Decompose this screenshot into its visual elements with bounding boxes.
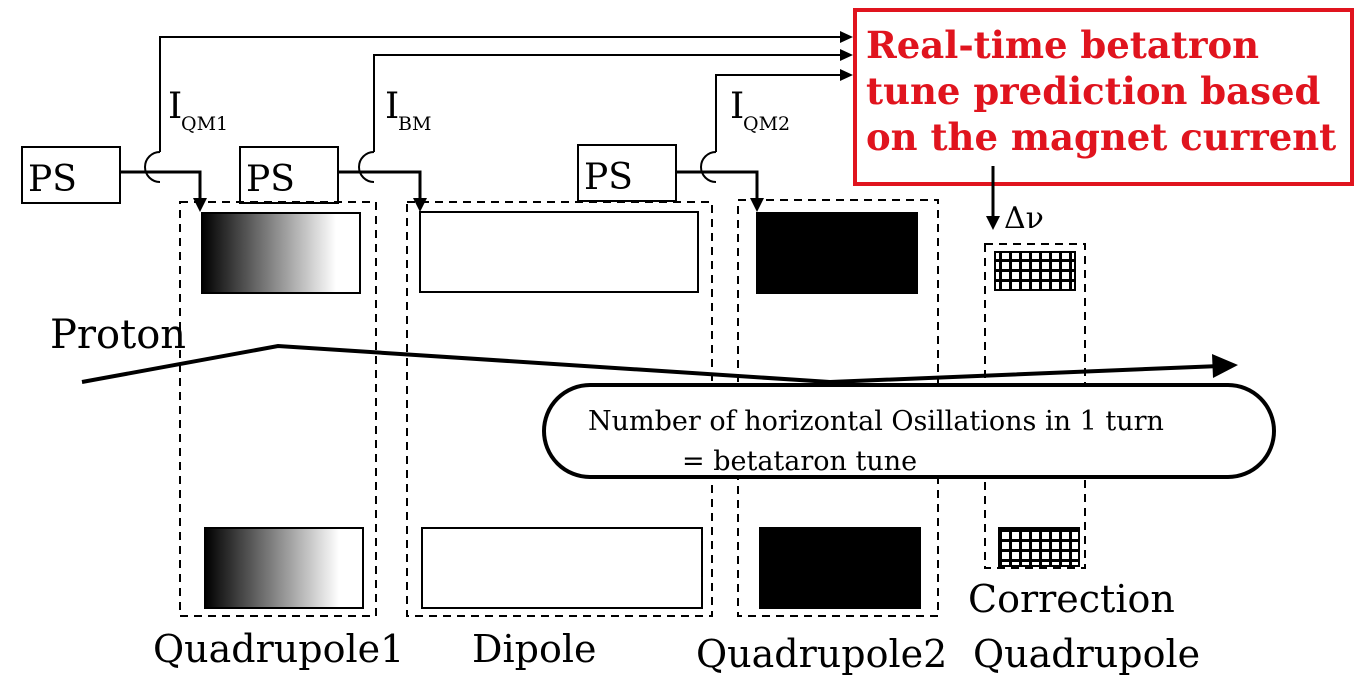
svg-text:QM1: QM1 bbox=[181, 113, 228, 135]
svg-text:I: I bbox=[168, 86, 182, 127]
svg-text:PS: PS bbox=[28, 159, 77, 200]
prediction-line-3: on the magnet current bbox=[866, 115, 1336, 159]
oscillation-note-line-1: Number of horizontal Osillations in 1 tu… bbox=[588, 406, 1164, 437]
label-quadrupole2: Quadrupole2 bbox=[696, 632, 947, 676]
svg-text:Δν: Δν bbox=[1004, 201, 1044, 236]
prediction-line-2: tune prediction based bbox=[866, 69, 1320, 113]
ps-feed-arrows bbox=[120, 170, 764, 212]
svg-text:PS: PS bbox=[584, 157, 633, 198]
correction-lower bbox=[998, 527, 1080, 567]
svg-text:I: I bbox=[730, 86, 744, 127]
oscillation-note-line-2: = betataron tune bbox=[682, 446, 917, 477]
current-signal-lines bbox=[144, 31, 853, 183]
oscillation-note: Number of horizontal Osillations in 1 tu… bbox=[542, 383, 1276, 479]
quadrupole2-lower bbox=[759, 527, 921, 609]
svg-text:BM: BM bbox=[398, 113, 431, 135]
label-correction-line-2: Quadrupole bbox=[973, 632, 1200, 676]
power-supply-3: PS bbox=[577, 144, 677, 202]
dipole-lower bbox=[421, 527, 703, 609]
label-quadrupole1: Quadrupole1 bbox=[153, 627, 404, 671]
tune-prediction-box: Real-time betatron tune prediction based… bbox=[853, 8, 1354, 186]
quadrupole1-lower bbox=[204, 527, 364, 609]
current-label-qm2: I QM2 bbox=[730, 86, 790, 135]
quadrupole2-upper bbox=[756, 212, 918, 294]
proton-label: Proton bbox=[50, 312, 186, 358]
current-label-qm1: I QM1 bbox=[168, 86, 228, 135]
dipole-upper bbox=[419, 211, 699, 293]
proton-trajectory bbox=[81, 343, 1238, 385]
label-correction-line-1: Correction bbox=[968, 577, 1175, 621]
svg-text:QM2: QM2 bbox=[743, 113, 790, 135]
label-dipole: Dipole bbox=[472, 627, 596, 671]
correction-upper bbox=[994, 251, 1076, 291]
quadrupole1-upper bbox=[201, 212, 361, 294]
svg-text:I: I bbox=[385, 86, 399, 127]
prediction-line-1: Real-time betatron bbox=[866, 23, 1259, 67]
power-supply-1: PS bbox=[21, 146, 121, 204]
svg-text:PS: PS bbox=[246, 159, 295, 200]
current-label-bm: I BM bbox=[385, 86, 431, 135]
delta-nu-arrow: Δν bbox=[986, 166, 1044, 236]
power-supply-2: PS bbox=[239, 146, 339, 204]
